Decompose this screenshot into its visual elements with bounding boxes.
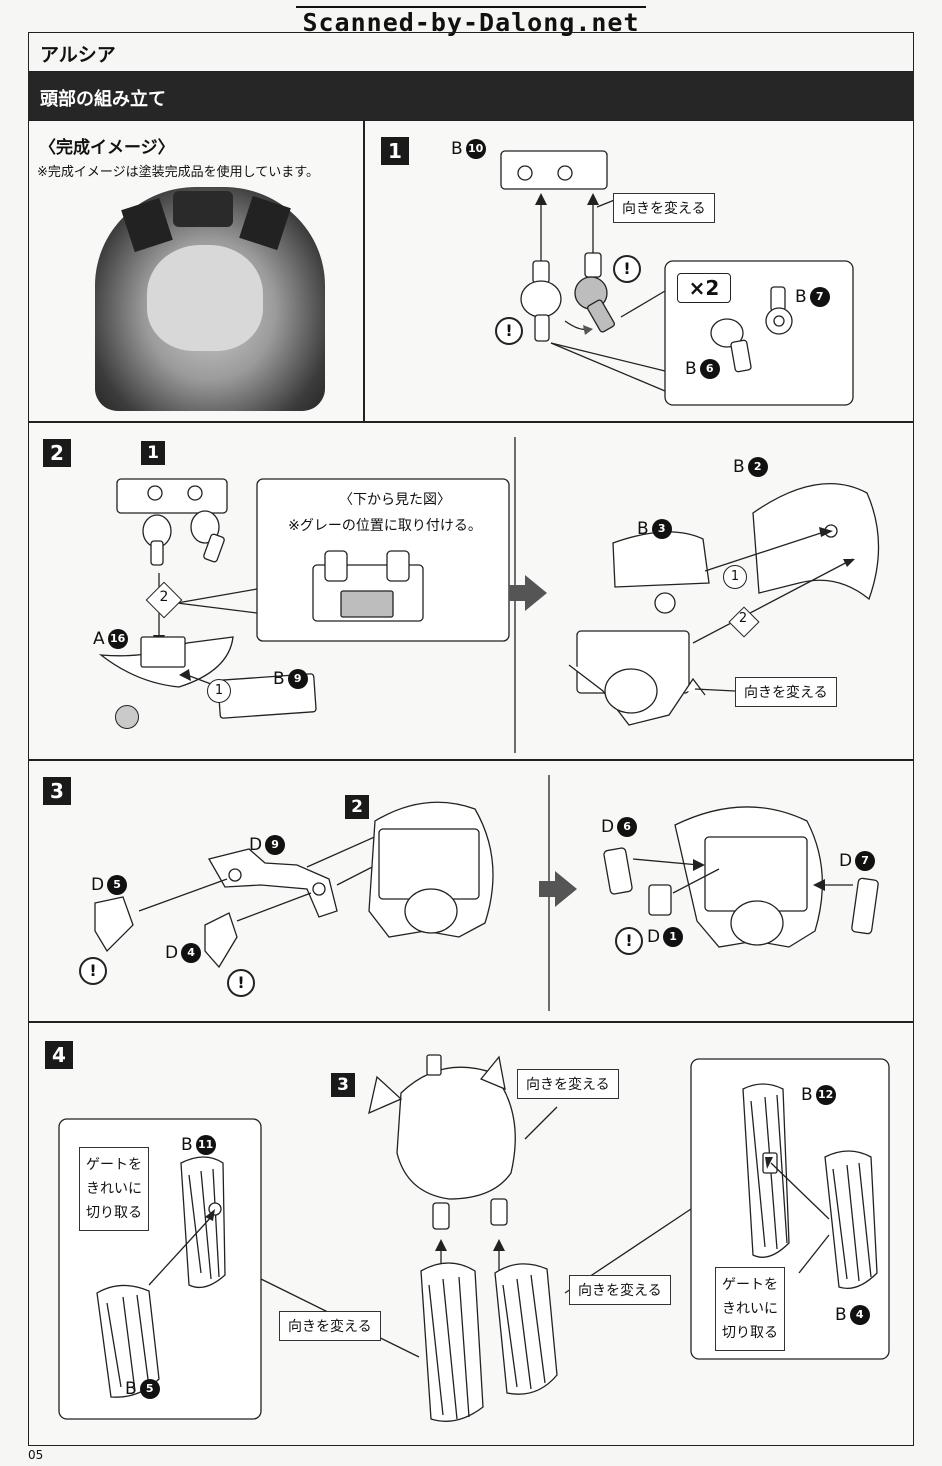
step-4-number: 4 [45,1041,73,1069]
ref-step-1: 1 [141,441,165,465]
bottom-view-title: 〈下から見た図〉 [339,492,451,508]
flow-arrow-stem [509,585,525,601]
turn-callout-left: 向きを変える [279,1311,381,1341]
ref-step-2: 2 [345,795,369,819]
turn-callout-right: 向きを変える [569,1275,671,1305]
order-2-text: 2 [159,589,169,605]
page-title: アルシア [28,32,914,72]
gate-callout-left: ゲートを きれいに 切り取る [79,1147,149,1231]
turn-callout-step1: 向きを変える [613,193,715,223]
ear-right [239,195,291,251]
section-header: 頭部の組み立て [28,72,914,120]
ear-left [121,197,173,253]
step-2-diagram [98,437,880,753]
warning-icon: ! [495,317,523,345]
turn-callout-top: 向きを変える [517,1069,619,1099]
step-4-diagram [58,1054,890,1422]
paint-marker-icon [115,705,139,729]
preview-panel: 〈完成イメージ〉 ※完成イメージは塗装完成品を使用しています。 [28,120,364,422]
step-3-diagram [94,775,879,1011]
face [147,245,263,351]
warning-icon: ! [613,255,641,283]
preview-heading: 〈完成イメージ〉 [39,138,175,158]
quantity-badge: ×2 [677,273,731,303]
gate-label-line: きれいに [86,1181,142,1197]
flow-arrow [555,871,577,907]
warning-icon: ! [227,969,255,997]
gate-callout-right: ゲートを きれいに 切り取る [715,1267,785,1351]
gate-label-line: ゲートを [86,1157,142,1173]
step-3-number: 3 [43,777,71,805]
order-1-marker: 1 [207,679,231,703]
step-2-number: 2 [43,439,71,467]
page-number: 05 [28,1448,44,1462]
finished-head-photo [95,187,325,411]
gate-label-line: きれいに [722,1301,778,1317]
warning-icon: ! [79,957,107,985]
flow-arrow-stem [539,881,555,897]
bottom-view-note: ※グレーの位置に取り付ける。 [288,518,482,534]
ref-step-3: 3 [331,1073,355,1097]
step-1-number: 1 [381,137,409,165]
gate-label-line: 切り取る [722,1325,778,1341]
flow-arrow [525,575,547,611]
order-1-marker: 1 [723,565,747,589]
part-b10-shape [500,150,608,190]
gate-label-line: 切り取る [86,1205,142,1221]
order-2-text: 2 [738,611,748,626]
turn-callout-step2: 向きを変える [735,677,837,707]
gate-label-line: ゲートを [722,1277,778,1293]
hat [173,191,233,227]
preview-note: ※完成イメージは塗装完成品を使用しています。 [37,165,319,180]
warning-icon: ! [615,927,643,955]
